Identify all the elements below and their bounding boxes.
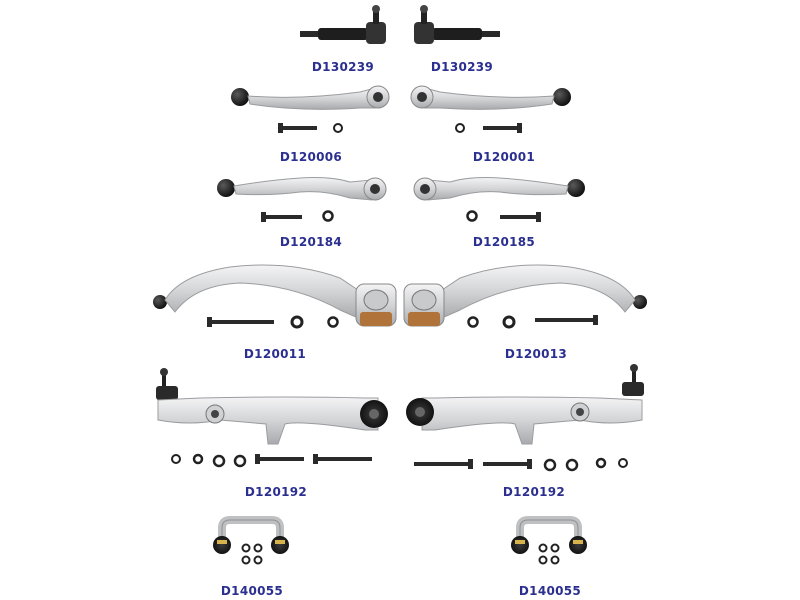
part-code-label: D120185 (472, 235, 536, 249)
stabilizer-link-right-drawing (511, 516, 587, 565)
upper-arm-front-right-drawing (410, 85, 571, 133)
lower-arm-right-drawing (406, 364, 644, 472)
upper-arm-front-left-drawing (231, 85, 390, 133)
lower-arm-left-drawing (156, 368, 388, 468)
part-code-label: D140055 (220, 584, 284, 598)
part-code-label: D120013 (504, 347, 568, 361)
upper-arm-rear-left-drawing (217, 177, 387, 222)
part-code-label: D120011 (243, 347, 307, 361)
part-code-label: D120001 (472, 150, 536, 164)
stabilizer-link-left-drawing (213, 516, 289, 565)
tie-rod-end-left-drawing (300, 5, 386, 44)
part-code-label: D120184 (279, 235, 343, 249)
upper-arm-rear-right-drawing (413, 177, 585, 222)
part-code-label: D120192 (244, 485, 308, 499)
part-code-label: D140055 (518, 584, 582, 598)
part-code-label: D120192 (502, 485, 566, 499)
part-code-label: D130239 (430, 60, 494, 74)
guide-arm-left-drawing (153, 264, 397, 329)
guide-arm-right-drawing (403, 264, 647, 329)
tie-rod-end-right-drawing (414, 5, 500, 44)
part-code-label: D130239 (311, 60, 375, 74)
part-code-label: D120006 (279, 150, 343, 164)
